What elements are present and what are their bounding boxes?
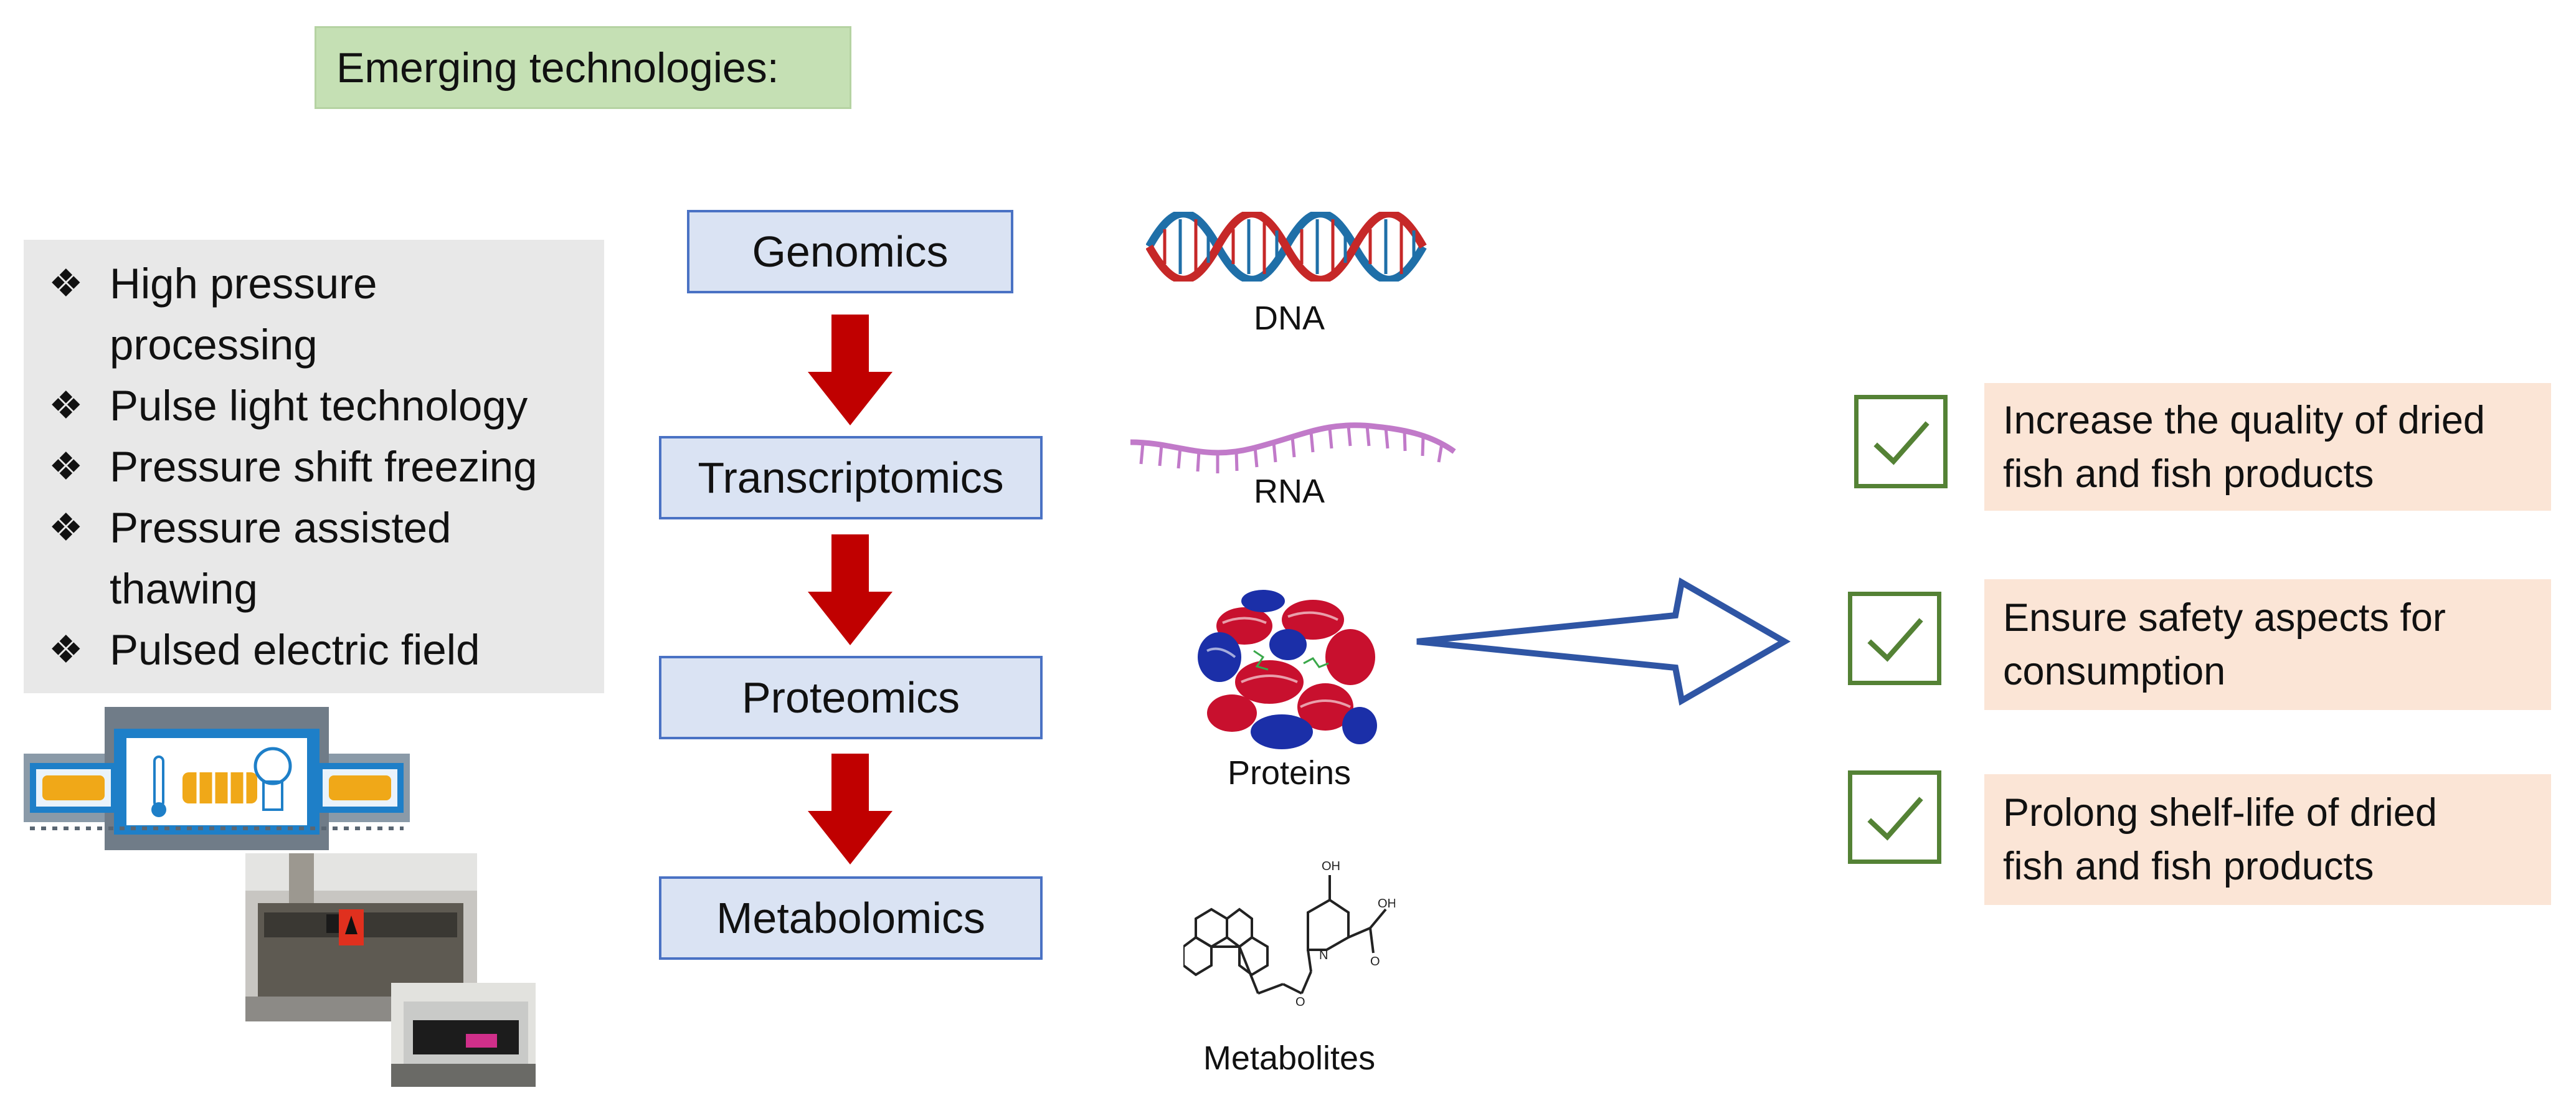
outcome-box-safety: Ensure safety aspects for consumption — [1984, 579, 2551, 710]
title-text: Emerging technologies: — [336, 44, 779, 92]
pulse-light-device-photo — [391, 983, 536, 1087]
outcome-text: fish and fish products — [2003, 452, 2374, 496]
diamond-bullet-icon: ❖ — [49, 262, 83, 305]
svg-text:O: O — [1370, 955, 1380, 969]
diamond-bullet-icon: ❖ — [49, 506, 83, 549]
technology-item: ❖ High pressure processing — [49, 253, 598, 376]
svg-text:N: N — [1319, 949, 1328, 962]
diamond-bullet-icon: ❖ — [49, 384, 83, 427]
rna-label: RNA — [1253, 473, 1325, 510]
technology-text: Pulse light technology — [110, 382, 528, 430]
down-arrow-icon — [808, 315, 893, 425]
svg-text:OH: OH — [1378, 897, 1395, 911]
technology-item: ❖ Pulse light technology — [49, 376, 598, 437]
technology-text: Pulsed electric field — [110, 626, 480, 674]
technology-text: High pressure — [110, 260, 377, 308]
outcome-text: Prolong shelf-life of dried — [2003, 791, 2437, 835]
outcome-text: fish and fish products — [2003, 845, 2374, 888]
hpp-machine-illustration — [24, 707, 410, 850]
outcome-box-shelf-life: Prolong shelf-life of dried fish and fish… — [1984, 774, 2551, 905]
down-arrow-icon — [808, 754, 893, 864]
technology-item: ❖ Pressure assisted thawing — [49, 498, 598, 620]
omics-box-genomics: Genomics — [687, 210, 1013, 293]
outcome-text: consumption — [2003, 650, 2226, 693]
omics-label: Genomics — [752, 227, 949, 276]
omics-label: Proteomics — [741, 673, 960, 722]
technologies-panel: ❖ High pressure processing ❖ Pulse light … — [24, 240, 604, 693]
rna-strand-icon — [1130, 422, 1456, 473]
omics-box-metabolomics: Metabolomics — [659, 876, 1043, 960]
diamond-bullet-icon: ❖ — [49, 628, 83, 671]
outcome-box-quality: Increase the quality of dried fish and fi… — [1984, 383, 2551, 511]
metabolites-label: Metabolites — [1203, 1040, 1376, 1077]
svg-text:OH: OH — [1322, 860, 1340, 873]
technology-text: thawing — [110, 565, 258, 613]
dna-label: DNA — [1253, 300, 1325, 337]
checkmark-icon — [1848, 592, 1941, 685]
right-arrow-icon — [1416, 577, 1791, 706]
technology-text: Pressure assisted — [110, 504, 452, 552]
omics-label: Metabolomics — [716, 894, 985, 942]
checkmark-icon — [1854, 395, 1948, 488]
omics-label: Transcriptomics — [698, 453, 1004, 502]
technology-item: ❖ Pulsed electric field — [49, 620, 598, 681]
svg-text:O: O — [1295, 995, 1305, 1009]
title-box: Emerging technologies: — [315, 26, 851, 109]
outcome-text: Increase the quality of dried — [2003, 398, 2485, 442]
metabolite-structure-icon: OH O OH N O — [1183, 860, 1395, 1009]
technology-item: ❖ Pressure shift freezing — [49, 437, 598, 498]
protein-structure-icon — [1198, 590, 1377, 749]
technology-text: Pressure shift freezing — [110, 443, 537, 491]
down-arrow-icon — [808, 534, 893, 645]
diamond-bullet-icon: ❖ — [49, 445, 83, 488]
omics-box-transcriptomics: Transcriptomics — [659, 436, 1043, 519]
dna-helix-icon — [1146, 212, 1427, 282]
checkmark-icon — [1848, 770, 1941, 864]
proteins-label: Proteins — [1227, 754, 1352, 792]
technology-text: processing — [110, 321, 318, 369]
omics-box-proteomics: Proteomics — [659, 656, 1043, 739]
outcome-text: Ensure safety aspects for — [2003, 596, 2446, 640]
